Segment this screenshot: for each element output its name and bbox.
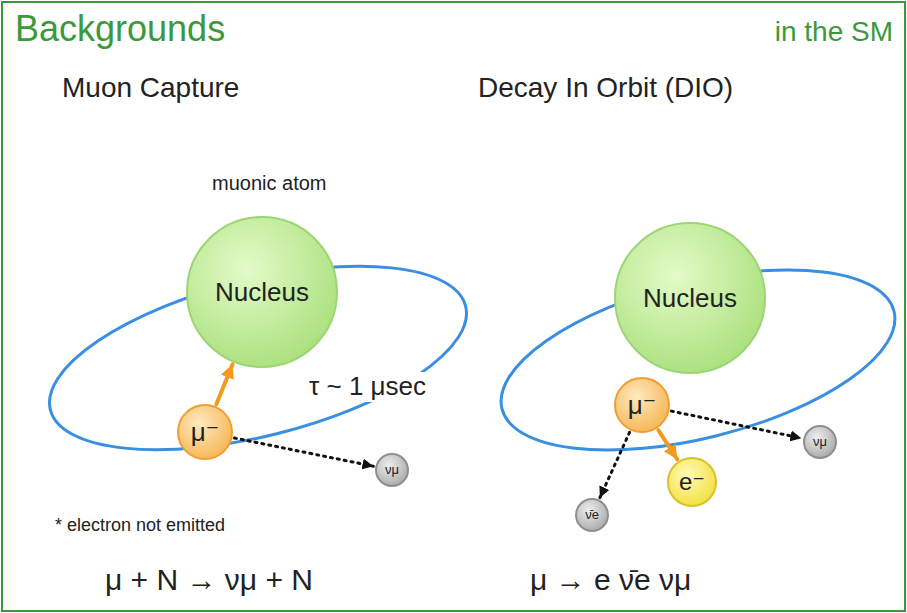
- circle-shape: [187, 217, 337, 367]
- circle-shape: [376, 454, 408, 486]
- dotted-arrow: [600, 432, 630, 497]
- circle-shape: [615, 378, 669, 432]
- node-label: Nucleus: [643, 284, 737, 313]
- circle-shape: [668, 458, 716, 506]
- node-label: ν̄e: [585, 508, 599, 522]
- dotted-arrow: [671, 411, 801, 438]
- lifetime-note: τ ~ 1 μsec: [306, 372, 429, 402]
- neutrino-circle: νμ: [803, 425, 837, 459]
- node-label: νμ: [385, 463, 399, 477]
- node-label: νμ: [813, 435, 827, 449]
- dotted-arrow: [234, 438, 373, 466]
- node-label: μ⁻: [628, 391, 657, 420]
- emission-arrow: [658, 430, 677, 459]
- footnote: * electron not emitted: [55, 515, 225, 536]
- muon-circle: μ⁻: [177, 404, 233, 460]
- panel-heading: Muon Capture: [62, 72, 239, 104]
- reaction-formula: μ + N → νμ + N: [105, 563, 313, 598]
- node-label: μ⁻: [191, 418, 220, 447]
- reaction-formula: μ → e ν̄e νμ: [530, 563, 691, 598]
- circle-shape: [178, 405, 232, 459]
- nucleus-circle: Nucleus: [186, 216, 338, 368]
- circle-shape: [576, 499, 608, 531]
- node-label: Nucleus: [215, 278, 309, 307]
- muon-circle: μ⁻: [614, 377, 670, 433]
- panel-heading: Decay In Orbit (DIO): [478, 72, 733, 104]
- electron-circle: e⁻: [667, 457, 717, 507]
- circle-shape: [804, 426, 836, 458]
- subtitle: in the SM: [775, 16, 893, 48]
- nucleus-circle: Nucleus: [614, 222, 766, 374]
- neutrino-circle: νμ: [375, 453, 409, 487]
- antineutrino-circle: ν̄e: [575, 498, 609, 532]
- annotation: muonic atom: [212, 172, 327, 195]
- node-label: e⁻: [679, 469, 705, 495]
- circle-shape: [615, 223, 765, 373]
- slide-title: Backgrounds: [15, 8, 225, 49]
- emission-arrow: [216, 364, 232, 404]
